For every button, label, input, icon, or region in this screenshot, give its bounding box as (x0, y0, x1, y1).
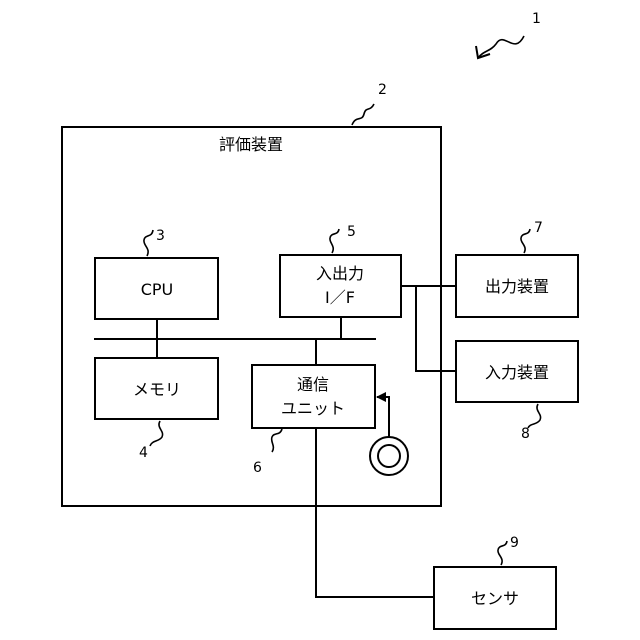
memory-label: メモリ (133, 380, 181, 399)
sensor-ref-leader (498, 541, 507, 565)
io-if-label-line2: I／F (325, 288, 355, 307)
comm-unit-label-line1: 通信 (297, 375, 329, 394)
evaluation-device-ref-leader (352, 104, 374, 125)
input-device-label: 入力装置 (485, 363, 549, 382)
io-if-ref-number: 5 (347, 224, 356, 240)
comm-unit-label-line2: ユニット (281, 399, 345, 418)
cpu-label: CPU (141, 280, 174, 299)
output-device-ref-leader (521, 229, 530, 253)
io-if-label-line1: 入出力 (316, 264, 364, 283)
evaluation-device-label: 評価装置 (219, 135, 283, 154)
evaluation-device-ref-number: 2 (378, 82, 387, 98)
comm-unit-ref-number: 6 (253, 460, 262, 476)
output-device-label: 出力装置 (485, 277, 549, 296)
cpu-ref-number: 3 (156, 228, 165, 244)
memory-ref-number: 4 (139, 445, 148, 461)
sensor-ref-number: 9 (510, 535, 519, 551)
sensor-label: センサ (471, 589, 519, 608)
system-ref-arrowhead (476, 46, 490, 58)
output-device-ref-number: 7 (534, 220, 543, 236)
system-ref-number: 1 (532, 11, 541, 27)
input-device-ref-leader (528, 404, 541, 428)
input-device-ref-number: 8 (521, 426, 530, 442)
